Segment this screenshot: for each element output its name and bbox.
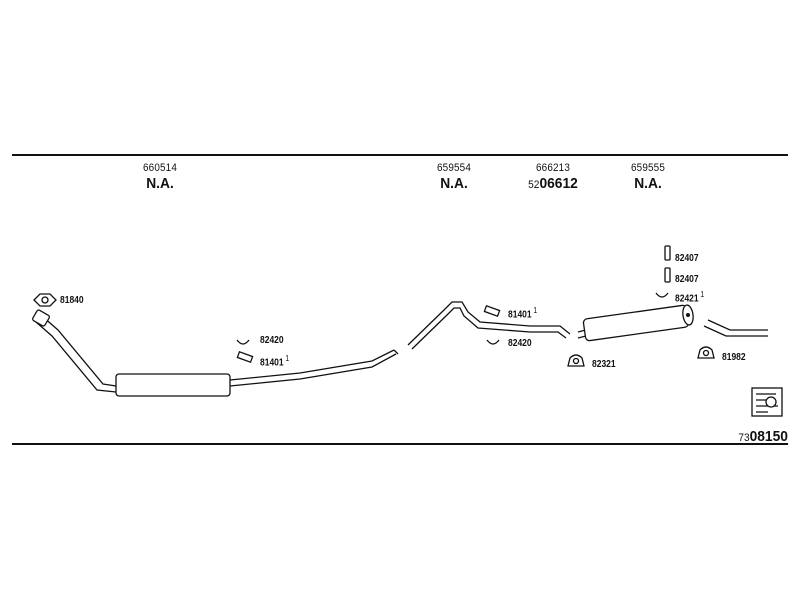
flange-gasket-icon — [33, 293, 57, 307]
part-label: 81840 — [60, 295, 84, 306]
hanger-icon — [567, 354, 585, 367]
part-label: 82321 — [592, 359, 616, 370]
part-number: 659555 — [630, 162, 666, 174]
part-code: 5206612 — [512, 175, 595, 192]
catalog-book-icon — [751, 387, 783, 417]
part-code: N.A. — [146, 175, 174, 192]
part-label: 82407 — [675, 253, 699, 264]
tail-pipe — [703, 319, 768, 337]
clamp-icon — [486, 339, 500, 345]
header-col-1: 660514 N.A. — [120, 162, 200, 192]
middle-pipe-assembly — [407, 301, 571, 350]
reference-number: 7308150 — [738, 428, 788, 445]
rear-silencer-assembly — [577, 304, 694, 342]
rubber-mount-icon — [483, 304, 501, 318]
part-code: N.A. — [634, 175, 662, 192]
header-col-3: 666213 5206612 — [508, 162, 598, 192]
bottom-rule — [12, 443, 788, 445]
rubber-mount-icon — [236, 350, 254, 364]
rubber-mount-icon — [664, 245, 671, 261]
part-number: 659554 — [436, 162, 472, 174]
part-code: N.A. — [440, 175, 468, 192]
part-label: 82407 — [675, 274, 699, 285]
part-label: 82420 — [508, 338, 532, 349]
part-number: 660514 — [142, 162, 178, 174]
rear-silencer — [582, 304, 690, 342]
top-rule — [12, 154, 788, 156]
flange-end — [32, 309, 50, 327]
part-label: 82420 — [260, 335, 284, 346]
clamp-icon — [236, 339, 250, 345]
rubber-mount-icon — [664, 267, 671, 283]
front-pipe-assembly — [32, 309, 399, 397]
hanger-icon — [697, 346, 715, 359]
front-silencer — [115, 373, 231, 397]
header-col-2: 659554 N.A. — [414, 162, 494, 192]
part-label: 81982 — [722, 352, 746, 363]
part-code-main: 06612 — [539, 175, 578, 192]
part-number: 666213 — [535, 162, 571, 174]
part-code-prefix: 52 — [528, 179, 540, 191]
clamp-icon — [655, 292, 669, 298]
header-col-4: 659555 N.A. — [608, 162, 688, 192]
